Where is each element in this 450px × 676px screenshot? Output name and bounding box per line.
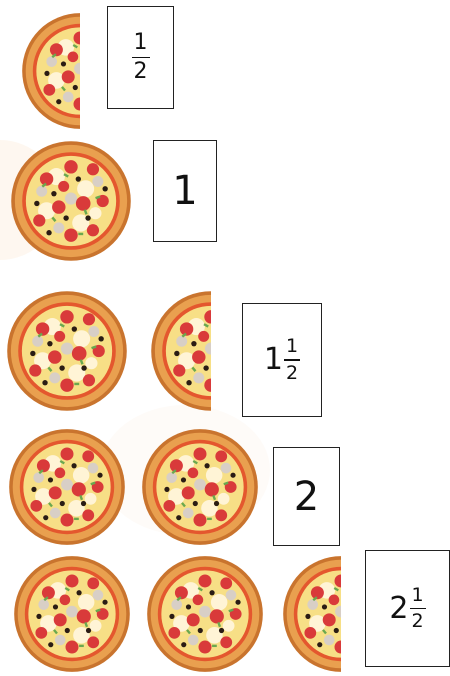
denominator: 2	[132, 61, 150, 83]
whole-label: 2	[273, 447, 340, 546]
pizza-icon	[146, 555, 264, 673]
pizza-icon	[10, 140, 132, 262]
denominator: 2	[410, 612, 426, 631]
mixed-number-label: 1 1 2	[242, 303, 322, 417]
fraction: 1 2	[410, 586, 426, 632]
whole-number: 2	[294, 477, 319, 517]
mixed-number: 2 1 2	[389, 586, 425, 632]
denominator: 2	[284, 364, 300, 383]
numerator: 1	[132, 32, 150, 54]
pizza-icon	[141, 428, 259, 546]
mixed-number-label: 2 1 2	[365, 550, 450, 667]
whole-number: 2	[389, 594, 408, 624]
fraction-bar	[284, 359, 300, 361]
fraction-bar	[410, 608, 426, 610]
whole-number: 1	[264, 345, 283, 375]
pizza-icon	[6, 290, 128, 412]
mixed-number: 1 1 2	[264, 337, 300, 383]
whole-label: 1	[153, 140, 217, 242]
fraction-bar	[132, 57, 150, 59]
whole-number: 1	[172, 171, 197, 211]
numerator: 1	[284, 337, 300, 356]
pizza-icon	[8, 428, 126, 546]
numerator: 1	[410, 586, 426, 605]
pizza-icon	[13, 555, 131, 673]
fraction-label: 1 2	[107, 6, 174, 109]
fraction: 1 2	[284, 337, 300, 383]
fraction: 1 2	[132, 32, 150, 84]
